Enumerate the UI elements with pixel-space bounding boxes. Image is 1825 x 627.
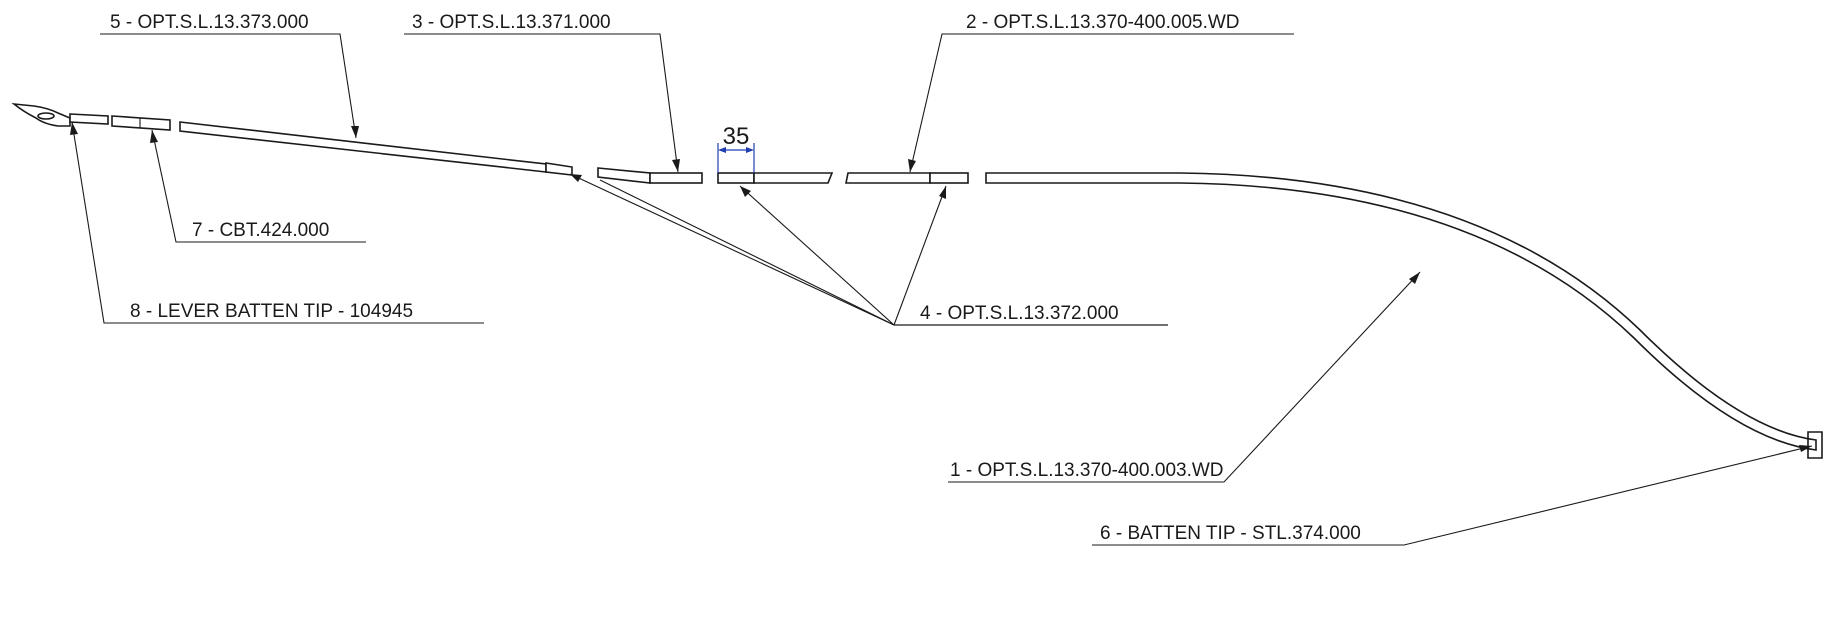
long-tube-part — [179, 121, 547, 173]
dimension-value: 35 — [723, 123, 750, 150]
arrow-part4-d — [939, 186, 946, 199]
leader-part1 — [948, 271, 1421, 483]
cbt-segment-part — [111, 115, 171, 131]
main-curved-tube-part — [985, 172, 1817, 451]
dimension-arrow-left — [718, 147, 726, 153]
arrow-part8 — [70, 122, 78, 135]
dimension-35: 35 — [717, 123, 755, 173]
tip-connector-part — [69, 113, 109, 125]
arrow-part4-a — [570, 174, 582, 182]
leaders — [70, 33, 1813, 546]
leader-part4-c — [739, 185, 895, 326]
label-part4: 4 - OPT.S.L.13.372.000 — [920, 303, 1119, 324]
leader-part7 — [151, 129, 366, 243]
leader-part4-b — [599, 179, 895, 326]
label-part6: 6 - BATTEN TIP - STL.374.000 — [1100, 523, 1361, 544]
leader-part2 — [909, 33, 1294, 173]
label-part1: 1 - OPT.S.L.13.370-400.003.WD — [950, 460, 1224, 481]
label-part5: 5 - OPT.S.L.13.373.000 — [110, 12, 309, 33]
joiner-d-part — [929, 172, 969, 184]
arrow-part1 — [1409, 272, 1420, 284]
arrow-part4-c — [740, 186, 751, 197]
joiner-c-part — [717, 172, 755, 184]
batten-tip-part — [1807, 431, 1823, 459]
leader-part4-a — [569, 173, 895, 326]
arrow-part2 — [908, 159, 916, 172]
label-part2: 2 - OPT.S.L.13.370-400.005.WD — [966, 12, 1240, 33]
segment-2-part — [845, 172, 931, 184]
leader-part5 — [100, 33, 357, 139]
leader-part8 — [71, 121, 484, 324]
lever-batten-tip-part — [11, 102, 71, 127]
arrow-part7 — [150, 130, 158, 143]
arrow-part6 — [1799, 445, 1812, 452]
label-part3: 3 - OPT.S.L.13.371.000 — [412, 12, 611, 33]
lever-tip-hole — [37, 112, 55, 120]
batten-parts — [11, 102, 1823, 459]
arrow-part3 — [672, 159, 680, 172]
leader-part4-d — [893, 185, 947, 326]
joiner-b-part — [597, 167, 651, 184]
arrow-part5 — [351, 126, 359, 138]
segment-3-part — [649, 172, 703, 184]
leader-part3 — [404, 33, 679, 173]
leader-part6 — [1092, 445, 1813, 546]
dimension-arrow-right — [746, 147, 754, 153]
joiner-a-part — [545, 162, 573, 176]
label-part7: 7 - CBT.424.000 — [192, 220, 329, 241]
label-part8: 8 - LEVER BATTEN TIP - 104945 — [130, 301, 413, 322]
segment-center-part — [753, 172, 834, 184]
part-labels: 5 - OPT.S.L.13.373.000 3 - OPT.S.L.13.37… — [110, 12, 1361, 544]
